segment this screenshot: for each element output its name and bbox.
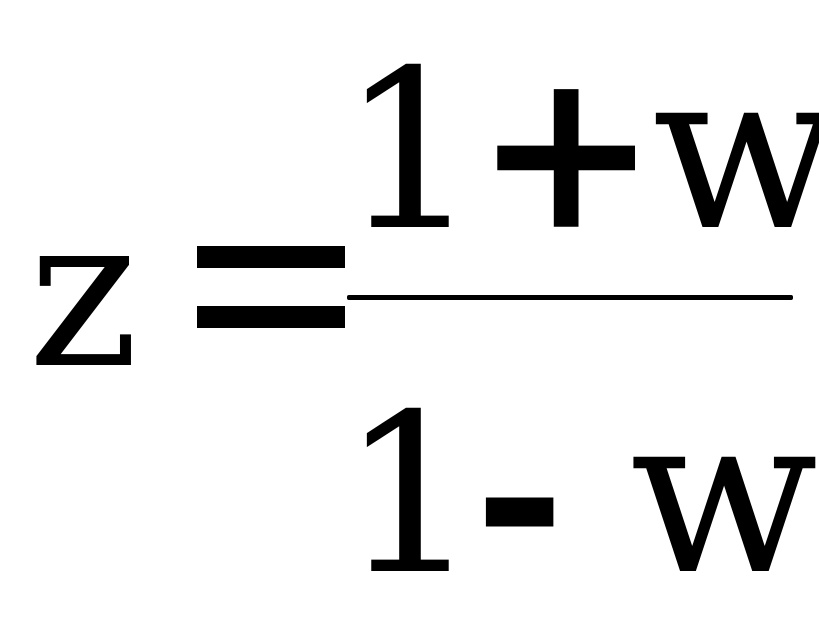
numerator-one: 1 <box>340 23 480 279</box>
fraction-bar <box>347 295 793 300</box>
variable-z: z <box>28 170 139 415</box>
denominator-variable-w: w <box>629 367 818 623</box>
equals-sign-top-bar <box>197 246 345 268</box>
numerator: 1+w <box>340 40 819 262</box>
equals-sign-bottom-bar <box>197 306 345 328</box>
numerator-variable-w: w <box>652 23 819 279</box>
denominator-one: 1 <box>340 367 480 623</box>
minus-operator: - <box>473 364 630 623</box>
denominator: 1- w <box>340 384 818 606</box>
plus-operator: + <box>473 20 658 279</box>
